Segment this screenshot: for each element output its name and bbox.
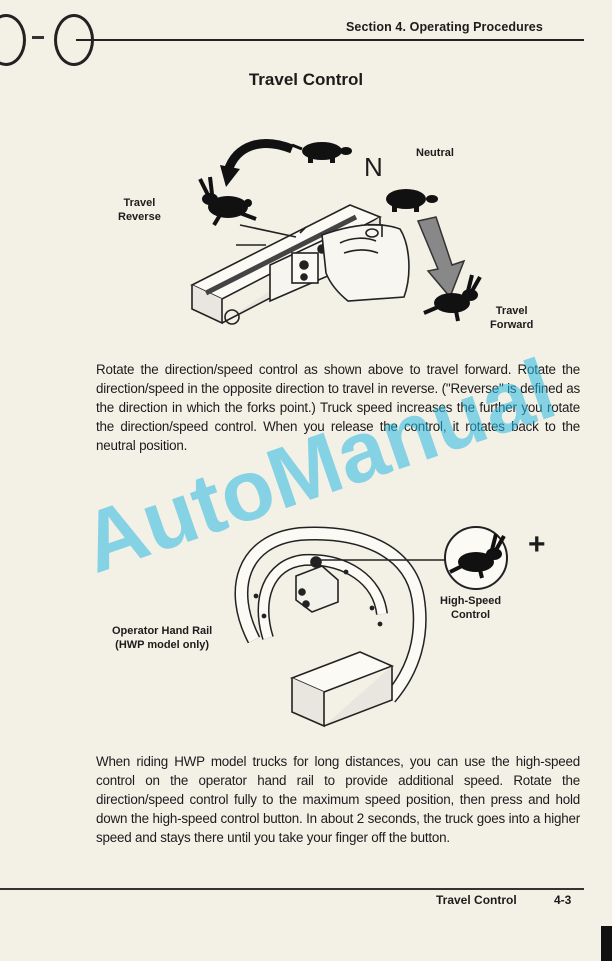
rabbit-icon-forward bbox=[423, 274, 482, 322]
label-travel-forward-line1: Travel bbox=[495, 305, 528, 317]
label-travel-reverse-line2: Reverse bbox=[118, 211, 161, 223]
page-number: 4-3 bbox=[554, 893, 572, 907]
control-assembly-drawing bbox=[190, 204, 410, 325]
page-title: Travel Control bbox=[248, 70, 364, 89]
label-travel-forward-line2: Forward bbox=[490, 319, 534, 331]
plus-icon: + bbox=[528, 528, 546, 561]
direction-speed-control-figure bbox=[190, 139, 482, 325]
edge-tab bbox=[601, 926, 612, 961]
binder-dash bbox=[32, 36, 44, 39]
label-high-speed-control: High-Speed Control bbox=[440, 594, 501, 622]
footer-rule bbox=[0, 888, 584, 890]
label-hand-rail-line1: Operator Hand Rail bbox=[112, 625, 213, 637]
label-n: N bbox=[364, 152, 383, 182]
footer-title: Travel Control bbox=[436, 893, 517, 907]
paragraph-direction-control: Rotate the direction/speed control as sh… bbox=[96, 362, 580, 453]
turtle-icon-top bbox=[291, 142, 352, 163]
section-header: Section 4. Operating Procedures bbox=[346, 20, 543, 34]
header-rule bbox=[76, 39, 584, 41]
label-travel-forward: Travel Forward bbox=[490, 304, 533, 332]
label-hand-rail-line2: (HWP model only) bbox=[115, 639, 210, 651]
binder-hole-left bbox=[0, 14, 26, 66]
hand-rail-figure bbox=[234, 526, 508, 728]
rabbit-icon-reverse bbox=[198, 176, 257, 227]
turtle-icon-neutral bbox=[386, 189, 438, 212]
forward-arrow-icon bbox=[416, 216, 466, 299]
hand-rail-drawing bbox=[234, 526, 446, 728]
label-travel-reverse-line1: Travel bbox=[123, 197, 156, 209]
label-operator-hand-rail: Operator Hand Rail (HWP model only) bbox=[112, 624, 212, 652]
label-neutral: Neutral bbox=[416, 147, 454, 159]
label-high-speed-line1: High-Speed bbox=[440, 595, 502, 607]
paragraph-high-speed: When riding HWP model trucks for long di… bbox=[96, 754, 580, 845]
reverse-arrow-icon bbox=[223, 139, 294, 173]
rabbit-icon-high-speed bbox=[449, 533, 506, 579]
label-travel-reverse: Travel Reverse bbox=[118, 196, 161, 224]
label-high-speed-line2: Control bbox=[451, 609, 491, 621]
